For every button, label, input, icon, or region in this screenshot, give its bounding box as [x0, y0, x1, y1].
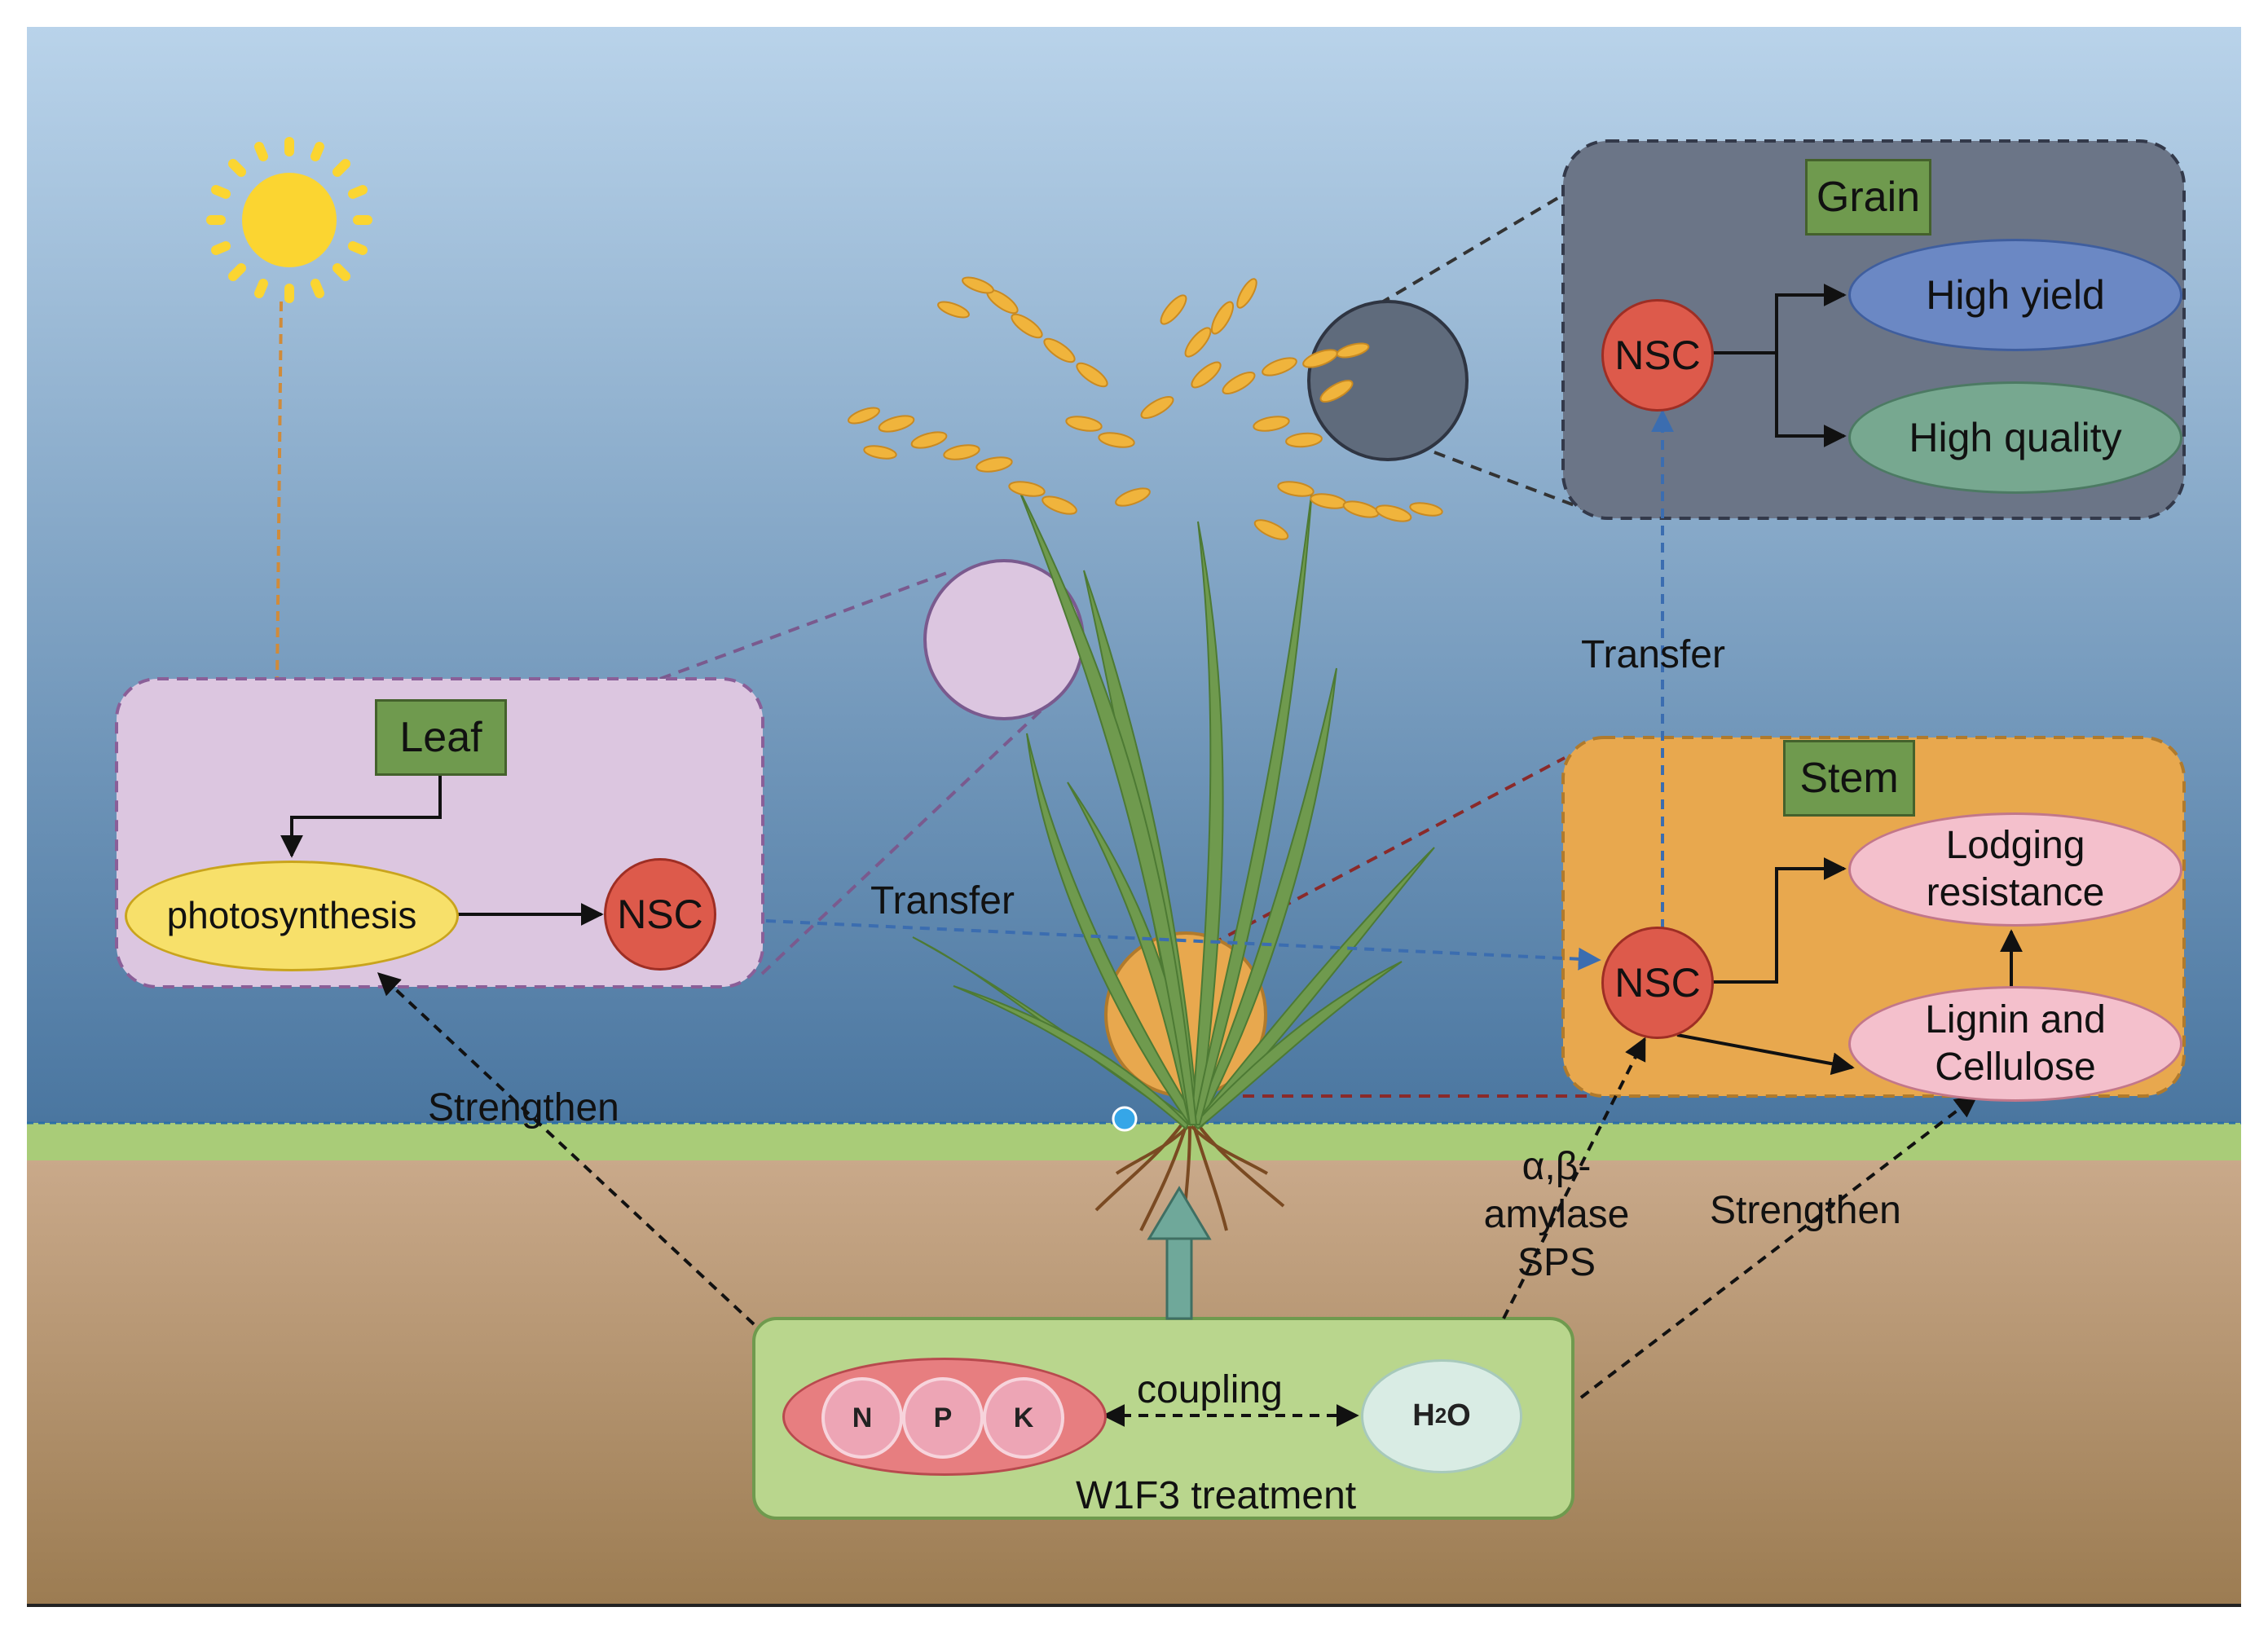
stem-title: Stem	[1783, 740, 1915, 817]
grain-zoom-line-top	[1361, 190, 1570, 315]
high-quality-node: High quality	[1848, 381, 2182, 494]
transfer-label-stem-grain: Transfer	[1581, 633, 1725, 676]
enzyme-label: α,β- amylase SPS	[1483, 1145, 1630, 1285]
transfer-arrow-leaf-stem	[765, 919, 1601, 971]
stem-nsc-to-lignin-arrow	[1676, 1033, 1855, 1076]
sun-icon	[206, 137, 372, 303]
water-subscript: 2	[1434, 1403, 1447, 1429]
photosynthesis-node: photosynthesis	[125, 861, 459, 971]
grain-nsc-to-quality-arrow	[1775, 353, 1847, 447]
nutrient-k: K	[983, 1377, 1064, 1459]
high-yield-node: High yield	[1848, 239, 2182, 351]
leaf-nsc-node: NSC	[604, 858, 716, 971]
lodging-resistance-node: Lodging resistance	[1848, 812, 2182, 927]
strengthen-label-right: Strengthen	[1710, 1189, 1901, 1232]
strengthen-arrow-right	[1579, 1094, 1979, 1399]
leaf-title: Leaf	[375, 699, 507, 776]
up-arrow-icon	[1147, 1186, 1212, 1320]
grain-zoom-line-bottom	[1433, 451, 1586, 511]
selection-handle	[1112, 1106, 1138, 1132]
grain-title: Grain	[1805, 159, 1931, 236]
lignin-cellulose-node: Lignin and Cellulose	[1848, 986, 2182, 1102]
grain-nsc-node: NSC	[1601, 299, 1714, 412]
rice-plant-icon	[848, 276, 1443, 1239]
strengthen-label-left: Strengthen	[428, 1086, 619, 1129]
water-o: O	[1447, 1398, 1471, 1433]
leaf-title-arrow	[280, 776, 442, 858]
stem-nsc-to-lodging-arrow	[1713, 857, 1847, 984]
coupling-label: coupling	[1137, 1368, 1283, 1411]
enzyme-arrow	[1502, 1037, 1646, 1319]
treatment-label: W1F3 treatment	[1076, 1474, 1357, 1517]
grass-strip	[27, 1123, 2241, 1160]
nutrient-p: P	[902, 1377, 984, 1459]
leaf-zoom-line-bottom	[760, 699, 1053, 975]
nutrient-n: N	[821, 1377, 903, 1459]
stem-nsc-node: NSC	[1601, 927, 1714, 1039]
stem-zoom-line-top	[1193, 756, 1566, 955]
grain-nsc-to-yield-arrow	[1713, 284, 1847, 354]
transfer-label-leaf-stem: Transfer	[870, 879, 1015, 922]
water-h: H	[1412, 1398, 1435, 1433]
leaf-zoom-line-top	[659, 569, 954, 680]
grain-zoom-circle	[1307, 300, 1469, 461]
